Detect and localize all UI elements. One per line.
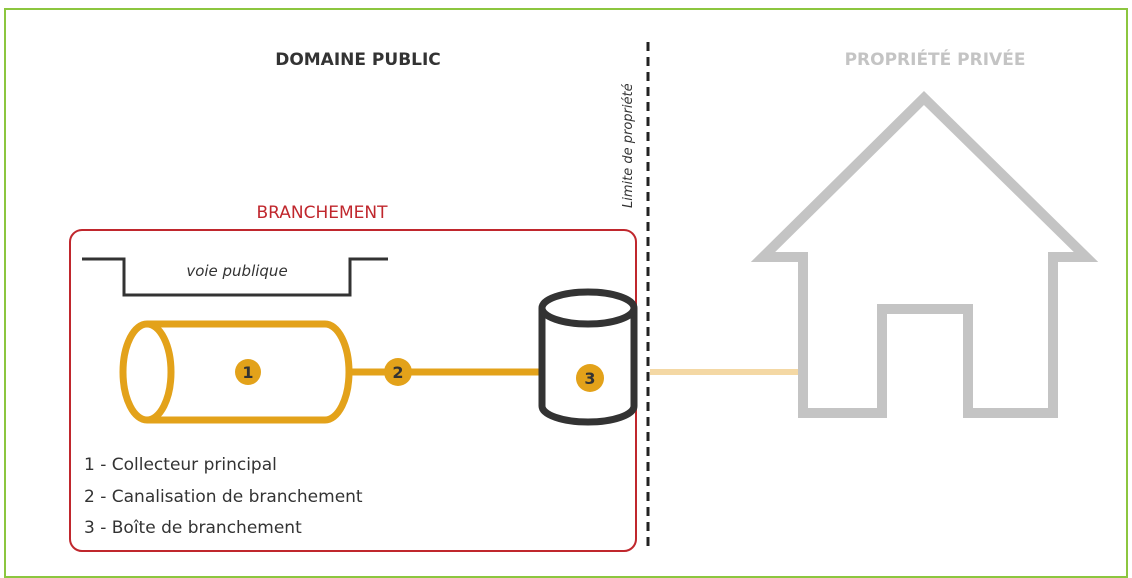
legend-item-3: 3 - Boîte de branchement: [84, 518, 302, 538]
private-property-heading: PROPRIÉTÉ PRIVÉE: [845, 48, 1026, 70]
house-outline-icon: [750, 90, 1099, 418]
marker-2-label: 2: [392, 363, 403, 382]
public-domain-heading: DOMAINE PUBLIC: [275, 50, 441, 70]
legend-item-1: 1 - Collecteur principal: [84, 455, 277, 475]
public-road-label: voie publique: [186, 262, 287, 280]
marker-1-label: 1: [242, 363, 253, 382]
branchement-heading: BRANCHEMENT: [256, 203, 388, 223]
marker-1: [235, 359, 261, 385]
legend-item-2: 2 - Canalisation de branchement: [84, 487, 363, 507]
property-limit-label: Limite de propriété: [621, 83, 636, 208]
cylinder-pipe-icon: [119, 320, 353, 424]
marker-2: [384, 358, 412, 386]
marker-3: [576, 364, 604, 392]
public-road-outline: [82, 257, 388, 297]
cylinder-box-icon: [538, 288, 638, 426]
marker-3-label: 3: [584, 369, 595, 388]
